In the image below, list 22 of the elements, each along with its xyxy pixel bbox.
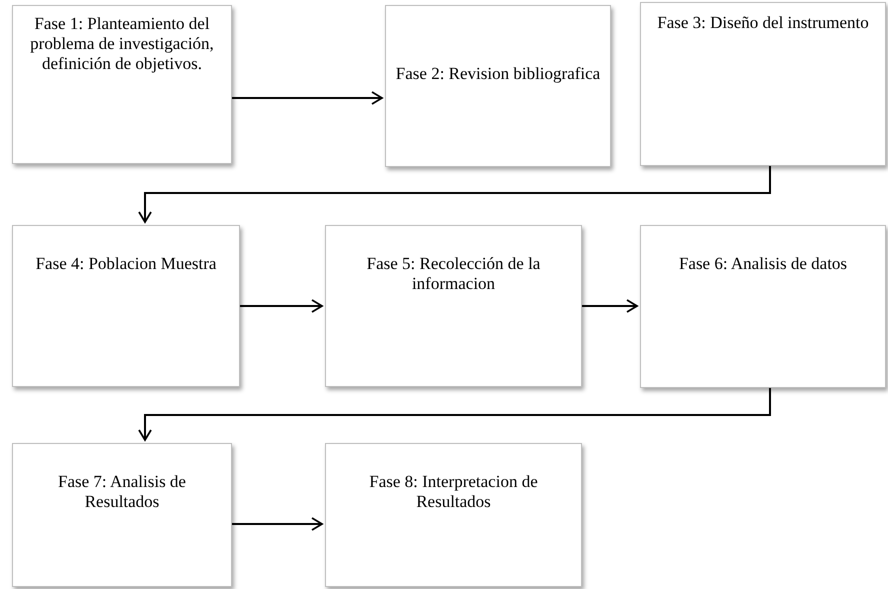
box-label: Fase 3: Diseño del instrumento xyxy=(656,13,870,33)
process-box xyxy=(12,5,232,164)
arrow xyxy=(232,517,323,531)
box-label: Fase 1: Planteamiento del problema de investigación, definición de objetivos. xyxy=(29,14,215,74)
box-label: Fase 2: Revision bibliografica xyxy=(394,64,602,84)
box-label: Fase 7: Analisis de Resultados xyxy=(57,472,187,512)
process-box xyxy=(325,225,582,387)
arrow xyxy=(232,91,383,105)
box-label: Fase 6: Analisis de datos xyxy=(678,254,848,274)
arrow xyxy=(138,166,771,223)
box-label: Fase 4: Poblacion Muestra xyxy=(34,254,218,274)
process-box xyxy=(385,5,611,167)
arrow xyxy=(138,388,771,441)
process-box xyxy=(325,443,582,587)
box-label: Fase 5: Recolección de la informacion xyxy=(366,254,542,294)
box-label: Fase 8: Interpretacion de Resultados xyxy=(368,472,539,512)
arrow xyxy=(240,299,323,313)
process-box xyxy=(12,443,232,587)
process-box xyxy=(640,2,886,166)
arrow xyxy=(582,299,638,313)
process-box xyxy=(12,225,240,387)
process-box xyxy=(640,225,886,388)
